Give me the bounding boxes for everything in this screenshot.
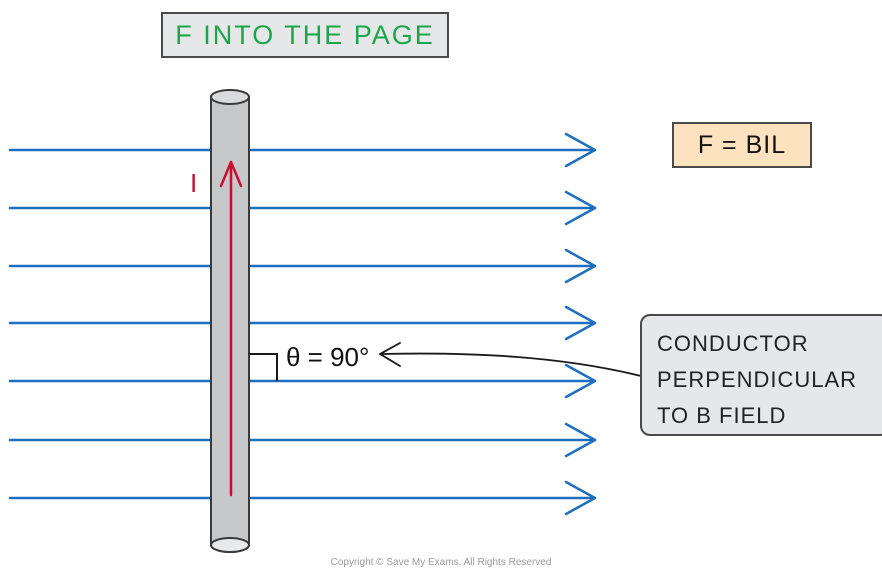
- copyright-text: Copyright © Save My Exams. All Rights Re…: [330, 557, 552, 568]
- field-line: [8, 132, 597, 168]
- pointer-arrow: [379, 342, 648, 380]
- title-box: F INTO THE PAGE: [161, 12, 449, 58]
- field-line: [8, 305, 597, 341]
- formula-box: F = BIL: [672, 122, 812, 168]
- field-line: [8, 190, 597, 226]
- current-arrow: [219, 160, 243, 497]
- note-box: CONDUCTOR PERPENDICULAR TO B FIELD: [640, 314, 882, 436]
- magnetic-field-lines: [8, 132, 597, 516]
- note-line-1: CONDUCTOR: [657, 331, 809, 356]
- title-text: F INTO THE PAGE: [175, 19, 435, 50]
- right-angle-marker: [249, 353, 278, 381]
- formula-text: F = BIL: [697, 130, 787, 159]
- field-line: [8, 422, 597, 458]
- field-line: [8, 248, 597, 284]
- field-line: [8, 363, 597, 399]
- field-line: [8, 480, 597, 516]
- angle-label: θ = 90°: [286, 342, 370, 372]
- note-line-2: PERPENDICULAR: [657, 367, 858, 392]
- current-label: I: [190, 168, 198, 198]
- note-line-3: TO B FIELD: [657, 403, 787, 428]
